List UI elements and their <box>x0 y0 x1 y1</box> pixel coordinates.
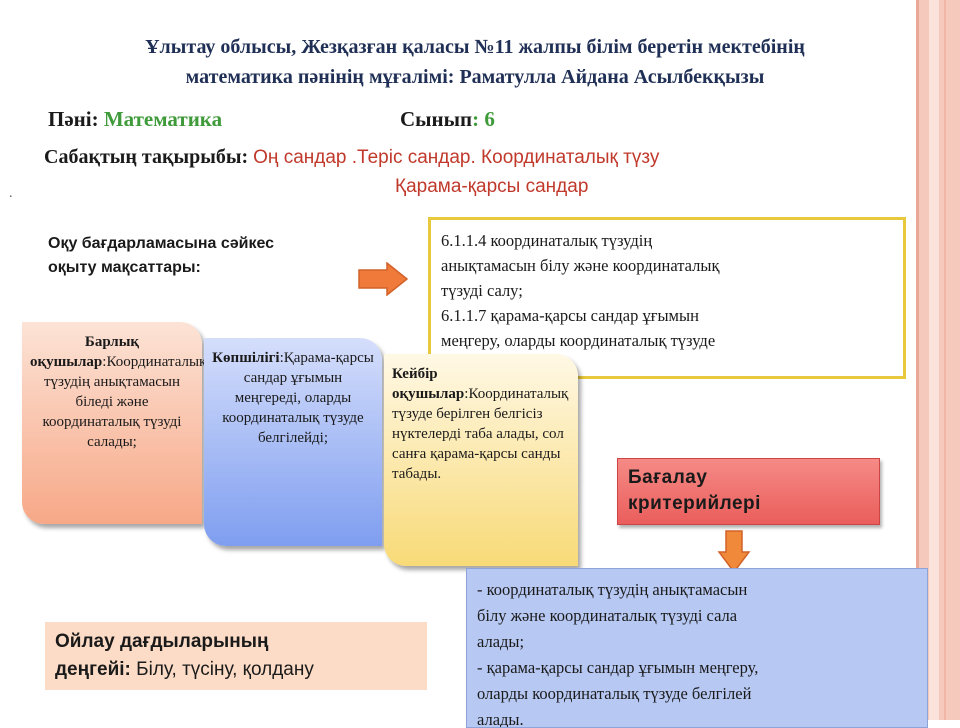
topic-field: Сабақтың тақырыбы: Оң сандар .Теріс санд… <box>44 146 904 169</box>
header-line-2: математика пәнінің мұғалімі: Раматулла А… <box>185 66 765 88</box>
criteria-line: - қарама-қарсы сандар ұғымын меңгеру, <box>477 658 759 677</box>
grade-field: Сынып: 6 <box>400 107 495 132</box>
objective-line: түзуді салу; <box>441 281 523 300</box>
subject-label: Пәні: <box>48 107 99 131</box>
criteria-line: - координаталық түзудің анықтамасын <box>477 580 748 599</box>
thinking-label-line-1: Ойлау дағдыларының <box>55 631 269 652</box>
objective-line: меңгеру, оларды координаталық түзуде <box>441 331 716 350</box>
decorative-side-line <box>916 0 919 720</box>
card-some-text: :Координаталық түзуде берілген белгісіз … <box>392 386 569 482</box>
criteria-title-line-2: критерийлері <box>628 493 761 514</box>
goals-label-line-1: Оқу бағдарламасына сәйкес <box>48 235 275 252</box>
goals-label-line-2: оқыту мақсаттары: <box>48 259 201 276</box>
objective-line: 6.1.1.4 координаталық түзудің <box>441 231 653 250</box>
slide-header: Ұлытау облысы, Жезқазған қаласы №11 жалп… <box>20 32 930 92</box>
criteria-line: алады; <box>477 632 525 651</box>
card-all-text: :Координаталық түзудің анықтамасын білед… <box>42 354 207 450</box>
learning-goals-label: Оқу бағдарламасына сәйкес оқыту мақсатта… <box>48 232 388 280</box>
decorative-side-line <box>944 0 946 720</box>
subject-value: Математика <box>103 107 223 131</box>
subject-field: Пәні: Математика <box>48 107 222 132</box>
arrow-down-icon <box>717 530 751 574</box>
objective-line: анықтамасын білу және координаталық <box>441 256 720 275</box>
grade-label: Сынып <box>400 107 473 131</box>
bullet-dot: . <box>9 186 13 201</box>
objectives-box: 6.1.1.4 координаталық түзудің анықтамасы… <box>428 217 906 379</box>
thinking-label-line-2: деңгейі: <box>55 659 131 680</box>
criteria-box: - координаталық түзудің анықтамасын білу… <box>466 568 928 728</box>
card-most-text: :Қарама-қарсы сандар ұғымын меңгереді, о… <box>222 350 374 446</box>
thinking-skills-box: Ойлау дағдыларының деңгейі: Білу, түсіну… <box>45 622 427 690</box>
card-all-students: Барлық оқушылар:Координаталық түзудің ан… <box>22 322 206 524</box>
objective-line: 6.1.1.7 қарама-қарсы сандар ұғымын <box>441 306 699 325</box>
arrow-right-icon <box>358 262 409 296</box>
topic-label: Сабақтың тақырыбы: <box>44 146 249 168</box>
card-most-students: Көпшілігі:Қарама-қарсы сандар ұғымын мең… <box>204 338 382 546</box>
card-some-title: Кейбір оқушылар <box>392 366 465 402</box>
criteria-line: алады. <box>477 710 524 728</box>
criteria-line: білу және координаталық түзуді сала <box>477 606 738 625</box>
card-most-title: Көпшілігі <box>212 350 280 366</box>
topic-value-line-1: Оң сандар .Теріс сандар. Координаталық т… <box>253 147 660 168</box>
criteria-line: оларды координаталық түзуде белгілей <box>477 684 752 703</box>
criteria-title-line-1: Бағалау <box>628 467 708 488</box>
card-all-title: Барлық оқушылар <box>30 334 140 370</box>
topic-value-line-2: Қарама-қарсы сандар <box>395 176 589 197</box>
card-some-students: Кейбір оқушылар:Координаталық түзуде бер… <box>384 354 578 566</box>
decorative-side-stripe <box>929 0 939 720</box>
grade-value: : 6 <box>472 107 495 131</box>
header-line-1: Ұлытау облысы, Жезқазған қаласы №11 жалп… <box>145 36 805 58</box>
criteria-title-box: Бағалау критерийлері <box>617 458 880 525</box>
thinking-value: Білу, түсіну, қолдану <box>136 659 314 680</box>
